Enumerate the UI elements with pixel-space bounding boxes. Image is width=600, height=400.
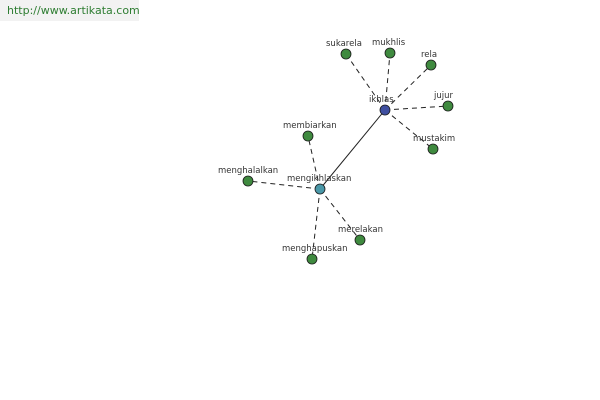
node-membiarkan[interactable]: membiarkan [283, 121, 337, 142]
edge-mengikhlaskan-membiarkan [307, 135, 321, 190]
node-dot-ikhlas[interactable] [379, 104, 391, 116]
node-label-ikhlas[interactable]: ikhlas [369, 95, 394, 105]
node-label-sukarela[interactable]: sukarela [326, 39, 362, 49]
node-dot-rela[interactable] [425, 59, 437, 71]
node-label-mustakim[interactable]: mustakim [413, 134, 455, 144]
edge-mengikhlaskan-menghapuskan [311, 188, 321, 260]
node-label-jujur[interactable]: jujur [433, 91, 453, 101]
graph-edges [247, 52, 449, 260]
node-dot-sukarela[interactable] [340, 48, 352, 60]
edge-ikhlas-rela [384, 64, 432, 111]
node-dot-menghalalkan[interactable] [242, 175, 254, 187]
node-label-menghapuskan[interactable]: menghapuskan [282, 244, 347, 254]
node-label-mukhlis[interactable]: mukhlis [372, 38, 406, 48]
node-sukarela[interactable]: sukarela [326, 39, 362, 60]
node-mengikhlaskan[interactable]: mengikhlaskan [287, 174, 351, 195]
node-label-merelakan[interactable]: merelakan [338, 225, 383, 235]
node-label-mengikhlaskan[interactable]: mengikhlaskan [287, 174, 351, 184]
node-dot-membiarkan[interactable] [302, 130, 314, 142]
node-label-menghalalkan[interactable]: menghalalkan [218, 166, 278, 176]
edge-ikhlas-mustakim [384, 109, 434, 150]
node-dot-mukhlis[interactable] [384, 47, 396, 59]
edge-ikhlas-jujur [384, 105, 449, 111]
edge-mengikhlaskan-merelakan [319, 188, 361, 241]
edge-ikhlas-sukarela [345, 53, 386, 111]
node-dot-merelakan[interactable] [354, 234, 366, 246]
edge-ikhlas-mengikhlaskan [319, 109, 386, 190]
site-url[interactable]: http://www.artikata.com [0, 0, 140, 21]
edge-mengikhlaskan-menghalalkan [247, 180, 321, 190]
node-label-rela[interactable]: rela [421, 50, 437, 60]
graph-nodes: ikhlas mengikhlaskan sukarela mukhlis rela ju… [218, 38, 455, 265]
node-jujur[interactable]: jujur [433, 91, 454, 112]
node-menghalalkan[interactable]: menghalalkan [218, 166, 278, 187]
edge-ikhlas-mukhlis [384, 52, 391, 111]
node-dot-jujur[interactable] [442, 100, 454, 112]
node-ikhlas[interactable]: ikhlas [369, 95, 394, 116]
node-menghapuskan[interactable]: menghapuskan [282, 244, 347, 265]
node-mustakim[interactable]: mustakim [413, 134, 455, 155]
node-label-membiarkan[interactable]: membiarkan [283, 121, 337, 131]
node-dot-menghapuskan[interactable] [306, 253, 318, 265]
node-rela[interactable]: rela [421, 50, 437, 71]
node-merelakan[interactable]: merelakan [338, 225, 383, 246]
node-mukhlis[interactable]: mukhlis [372, 38, 406, 59]
node-dot-mustakim[interactable] [427, 143, 439, 155]
node-dot-mengikhlaskan[interactable] [314, 183, 326, 195]
